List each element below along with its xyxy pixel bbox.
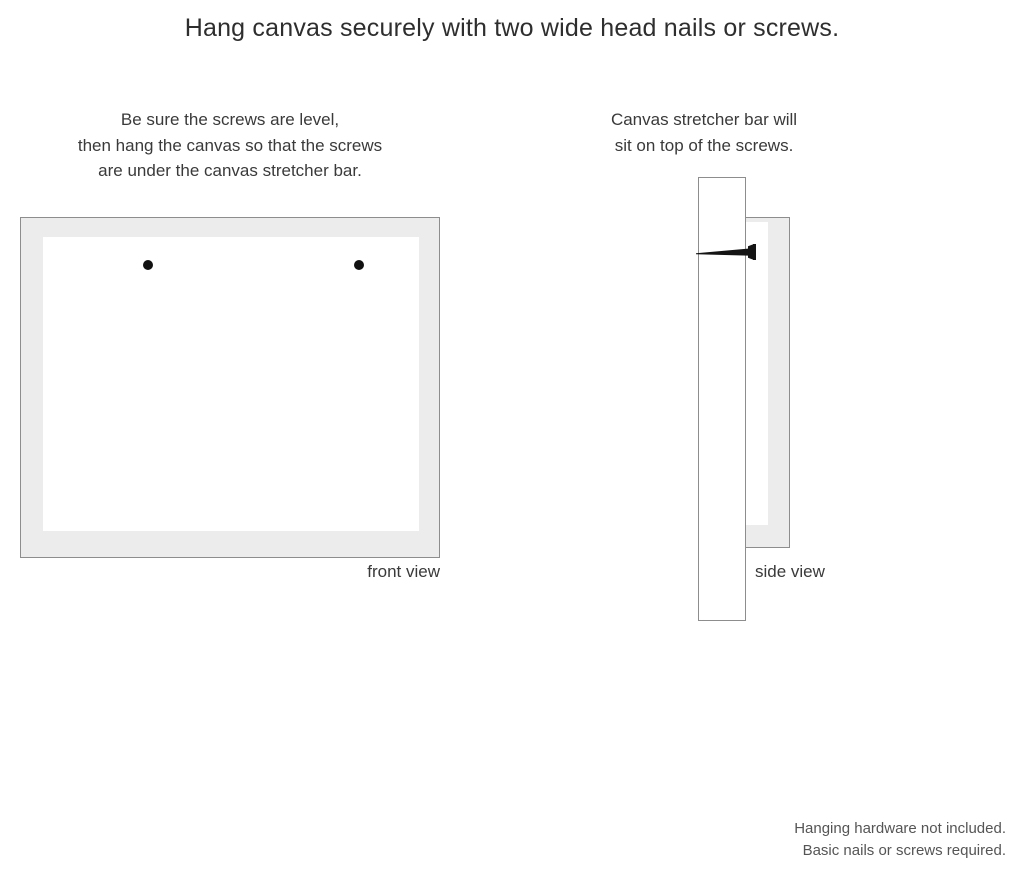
front-view-caption-line-1: Be sure the screws are level, xyxy=(120,110,340,129)
front-view-label: front view xyxy=(367,562,440,581)
left-screw-dot-icon xyxy=(143,260,153,270)
canvas-face-side xyxy=(746,222,768,525)
right-screw-dot-icon xyxy=(354,260,364,270)
side-view-label: side view xyxy=(755,562,825,581)
side-view-diagram xyxy=(690,170,820,640)
disclaimer-line-2: Basic nails or screws required. xyxy=(802,841,1006,859)
front-view-caption: Be sure the screws are level, then hang … xyxy=(20,107,440,184)
front-view-diagram xyxy=(20,217,440,558)
page-title: Hang canvas securely with two wide head … xyxy=(184,14,840,42)
disclaimer-text: Hanging hardware not included. Basic nai… xyxy=(586,818,1006,861)
front-view-caption-line-3: are under the canvas stretcher bar. xyxy=(98,161,362,180)
side-view-caption-line-1: Canvas stretcher bar will xyxy=(610,110,798,129)
disclaimer-line-1: Hanging hardware not included. xyxy=(794,820,1006,837)
canvas-face-front xyxy=(43,237,419,531)
canvas-stretcher-frame-front xyxy=(20,217,440,558)
side-view-caption: Canvas stretcher bar will sit on top of … xyxy=(580,107,828,158)
screw-icon xyxy=(696,244,756,260)
front-view-caption-line-2: then hang the canvas so that the screws xyxy=(77,135,383,155)
side-view-caption-line-2: sit on top of the screws. xyxy=(614,135,794,155)
